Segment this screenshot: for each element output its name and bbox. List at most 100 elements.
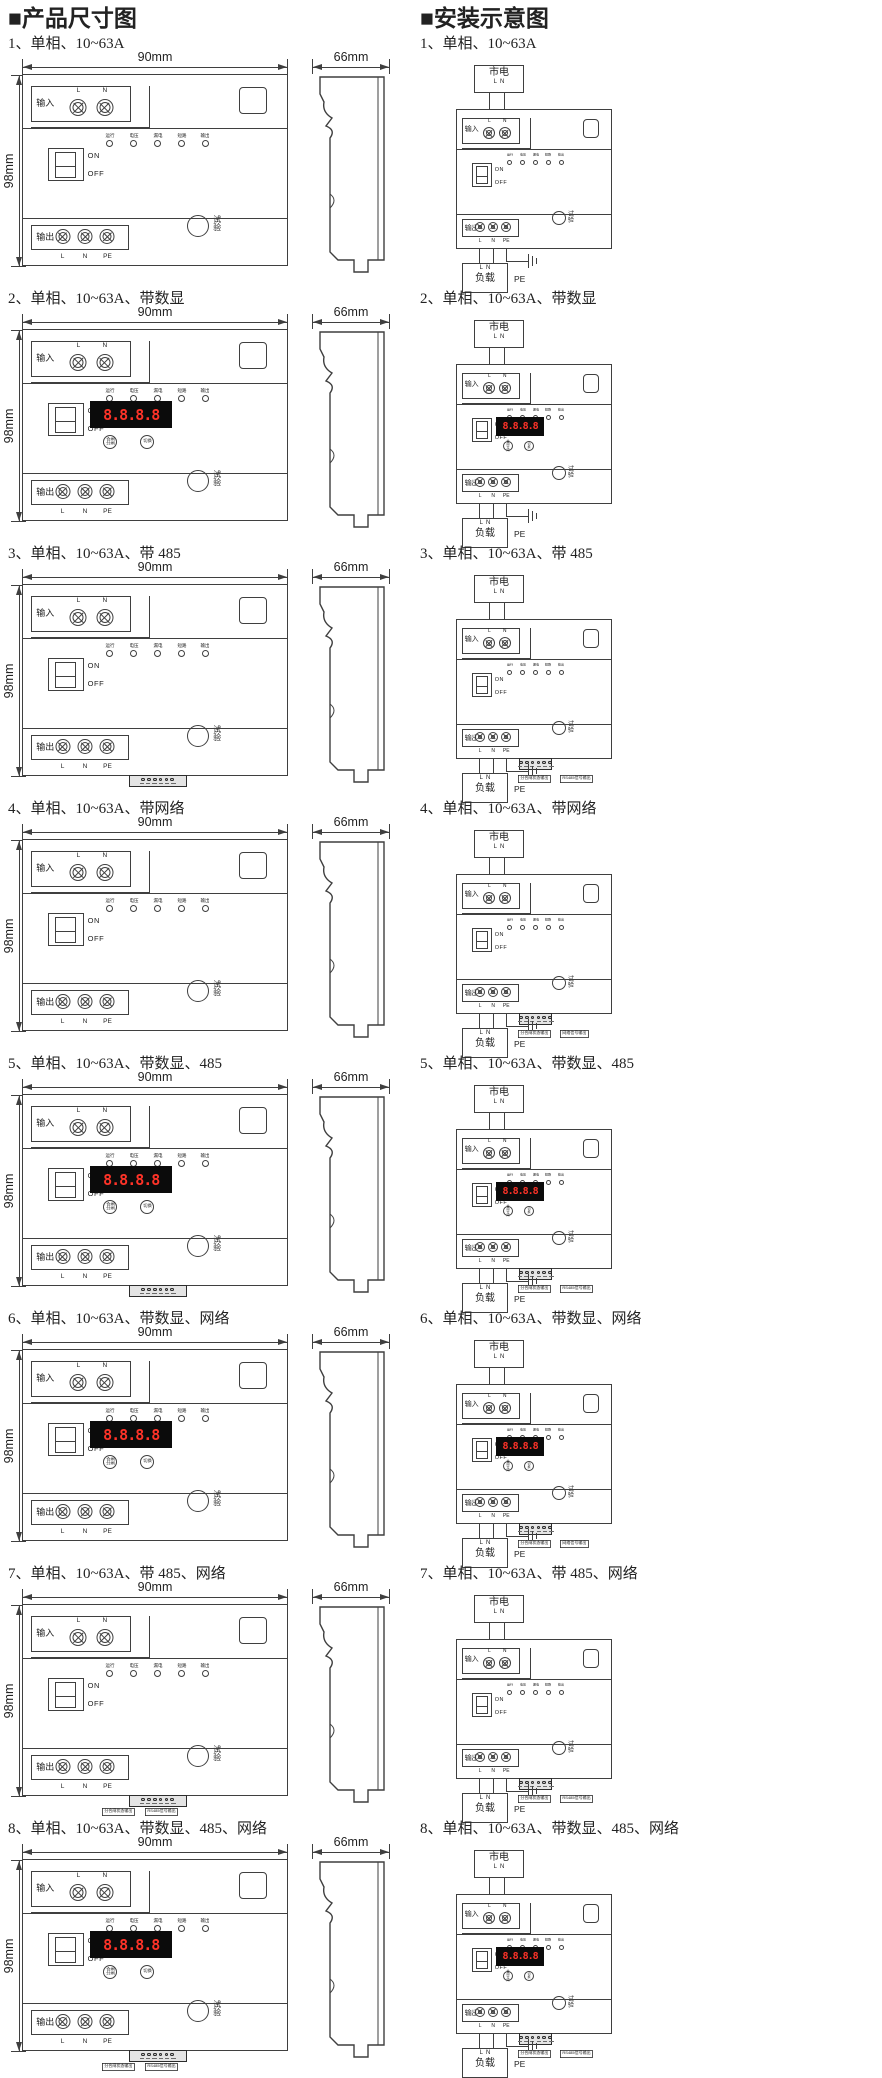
input-label: 输入 [36,862,55,873]
mains-label: 市电 [489,1342,509,1353]
output-screw-n-icon [488,731,499,742]
indicator-label: 运行 [105,1153,115,1159]
indicator-led-icon [178,1925,185,1933]
indicator-label: 短路 [177,133,187,139]
switch-rocker [476,421,488,440]
wire [493,249,495,263]
strip-clamp-icon [523,1530,529,1533]
input-terminal-box [461,373,521,400]
indicator-label: 短路 [177,1153,187,1159]
strip-clamp-icon [139,2057,144,2060]
panel-divider-line [23,1148,287,1150]
dimension-line [313,1849,322,1855]
output-terminal-label: L [478,1258,482,1265]
indicator-label: 输出 [558,1938,565,1942]
indicator: 短路 [177,643,187,670]
output-terminal-label: PE [502,1768,510,1775]
mains-label: 市电 [489,1597,509,1608]
wire [489,603,491,619]
dimension-line [23,829,32,835]
strip-screw-icon [525,1270,529,1275]
strip-clamp-icon [543,1275,548,1278]
switch-off-label: OFF [87,1444,105,1453]
input-screw-l-icon [69,353,87,371]
strip-clamp-row [139,1802,176,1805]
indicator-label: 漏电 [532,1683,539,1687]
wire [493,2034,495,2048]
indicator-led-icon [520,924,526,930]
indicator: 输出 [556,1427,566,1446]
indicator-label: 输出 [558,663,565,667]
display-toggle-button: 切换 [140,434,155,449]
output-terminal-box [30,990,129,1015]
wire [504,603,506,619]
dimension-line [313,64,322,70]
strip-clamp-icon [139,782,144,785]
output-terminal-label: PE [103,762,112,770]
strip-clamp-icon [536,2040,541,2043]
dimension-line [389,1589,390,1604]
strip-screw-icon [548,1525,552,1530]
input-label: 输入 [36,97,55,108]
indicator-row: 运行电压漏电短路输出 [105,1408,211,1435]
dimension-line [380,1084,389,1090]
test-button-icon [186,1489,209,1512]
input-terminal-box [461,118,521,145]
dimension-line [22,1589,23,1604]
strip-clamp-icon [543,1785,548,1788]
dimension-line [22,59,23,74]
load-label: 负载 [475,783,495,794]
mains-terminals-label: L N [493,844,505,850]
input-screw-n-icon [498,1147,511,1160]
mount-hole-square [583,373,600,394]
wire [506,1536,528,1538]
panel-divider-line [457,214,611,216]
wire [489,858,491,874]
indicator-led-icon [201,905,209,913]
output-screw-n-icon [488,1496,499,1507]
output-screw-l-icon [55,1248,71,1264]
side-view [312,1604,390,1809]
strip-screw-row [141,777,174,782]
indicator-led-icon [545,1944,551,1950]
switch-off-label: OFF [494,180,508,186]
terminal-n-label: N [502,117,507,124]
indicator-led-icon [558,669,564,675]
wire [479,504,481,518]
indicator-led-icon [154,1670,162,1678]
indicator-led-icon [558,1434,564,1440]
strip-clamp-icon [165,1292,170,1295]
indicator-label: 电压 [129,133,139,139]
load-label: 负载 [475,2058,495,2069]
indicator-label: 短路 [177,643,187,649]
input-terminal-box [461,1393,521,1420]
strip-clamp-icon [523,1275,529,1278]
output-screw-pe-icon [501,476,512,487]
output-terminal-label: PE [502,493,510,500]
output-terminal-label: L [60,1017,65,1025]
side-view-outline [319,76,385,273]
indicator-label: 输出 [200,133,210,139]
dimension-arrow: 90mm [22,306,288,329]
output-screw-pe-icon [99,228,115,244]
indicator-led-icon [558,924,564,930]
load-terminals-label: L N [479,265,491,271]
indicator: 输出 [200,388,210,415]
wire [489,1113,491,1129]
dimension-line [312,569,313,584]
strip-clamp-icon [523,1020,529,1023]
dimension-line [287,1589,288,1604]
output-terminal-label: PE [103,507,112,515]
output-terminal-label: L [60,1782,65,1790]
wire [504,1368,506,1384]
wire [504,858,506,874]
wire [528,764,530,778]
mains-terminals-label: L N [493,79,505,85]
wire [493,759,495,773]
screw-slot-ring [102,486,112,496]
dimension-line [23,1087,287,1088]
output-screw-n-icon [488,1751,499,1762]
screw-slot-ring [72,101,84,113]
